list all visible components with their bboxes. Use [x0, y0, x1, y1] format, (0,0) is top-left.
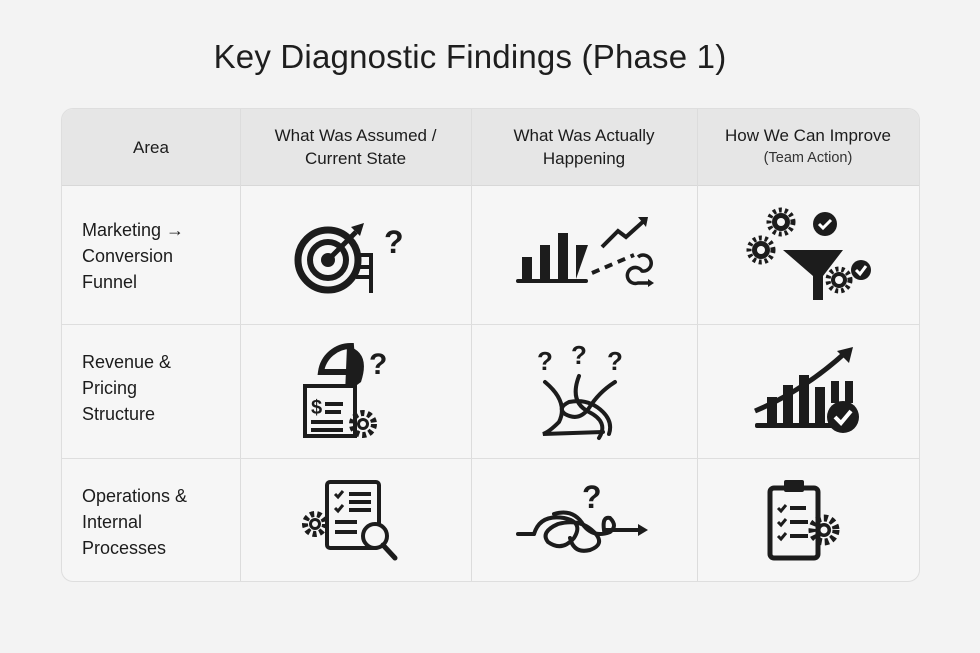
clipboard-checklist-gear-icon — [697, 459, 919, 581]
area-text: Operations & — [82, 486, 188, 506]
page-title: Key Diagnostic Findings (Phase 1) — [213, 38, 727, 75]
svg-text:$: $ — [311, 397, 322, 419]
svg-text:?: ? — [537, 346, 553, 376]
bar-chart-broken-trend-icon — [471, 186, 697, 324]
area-text: Processes — [82, 538, 167, 558]
header-label: Current State — [304, 149, 407, 168]
svg-text:?: ? — [369, 348, 387, 381]
area-text: Internal — [82, 512, 143, 532]
column-divider — [471, 109, 472, 581]
tangled-paths-questions-icon: ??? — [471, 325, 697, 458]
row-divider — [62, 324, 919, 325]
column-divider — [697, 109, 698, 581]
svg-text:?: ? — [571, 340, 587, 370]
area-marketing: Marketing → Conversion Funnel — [82, 217, 184, 295]
area-text: Pricing — [82, 378, 138, 398]
header-actual: What Was Actually Happening — [471, 109, 697, 185]
area-text: Revenue & — [82, 352, 172, 372]
svg-text:?: ? — [582, 479, 602, 515]
growth-chart-check-icon — [697, 325, 919, 458]
area-text: Conversion — [82, 246, 174, 266]
svg-text:?: ? — [607, 346, 623, 376]
pricing-document-pie-question-icon: ? $ — [240, 325, 471, 458]
header-label: What Was Actually — [513, 126, 655, 145]
area-revenue: Revenue & Pricing Structure — [82, 349, 171, 427]
target-ladder-question-icon: ? — [240, 186, 471, 324]
header-label: Area — [133, 137, 169, 157]
area-text: Marketing → — [82, 220, 185, 240]
header-label: Happening — [542, 149, 626, 168]
table-header — [62, 109, 919, 186]
findings-table: Area What Was Assumed / Current State Wh… — [61, 108, 920, 582]
area-operations: Operations & Internal Processes — [82, 483, 187, 561]
funnel-gears-checks-icon — [697, 186, 919, 324]
row-divider — [62, 458, 919, 459]
header-area: Area — [62, 109, 240, 185]
header-sublabel: (Team Action) — [763, 150, 853, 166]
column-divider — [240, 109, 241, 581]
header-improve: How We Can Improve (Team Action) — [697, 109, 919, 185]
checklist-gear-magnifier-icon — [240, 459, 471, 581]
header-label: What Was Assumed / — [274, 126, 437, 145]
area-text: Structure — [82, 404, 156, 424]
header-assumed: What Was Assumed / Current State — [240, 109, 471, 185]
header-label: How We Can Improve — [725, 126, 891, 145]
svg-text:?: ? — [384, 224, 404, 260]
area-text: Funnel — [82, 272, 138, 292]
tangled-process-question-icon: ? — [471, 459, 697, 581]
